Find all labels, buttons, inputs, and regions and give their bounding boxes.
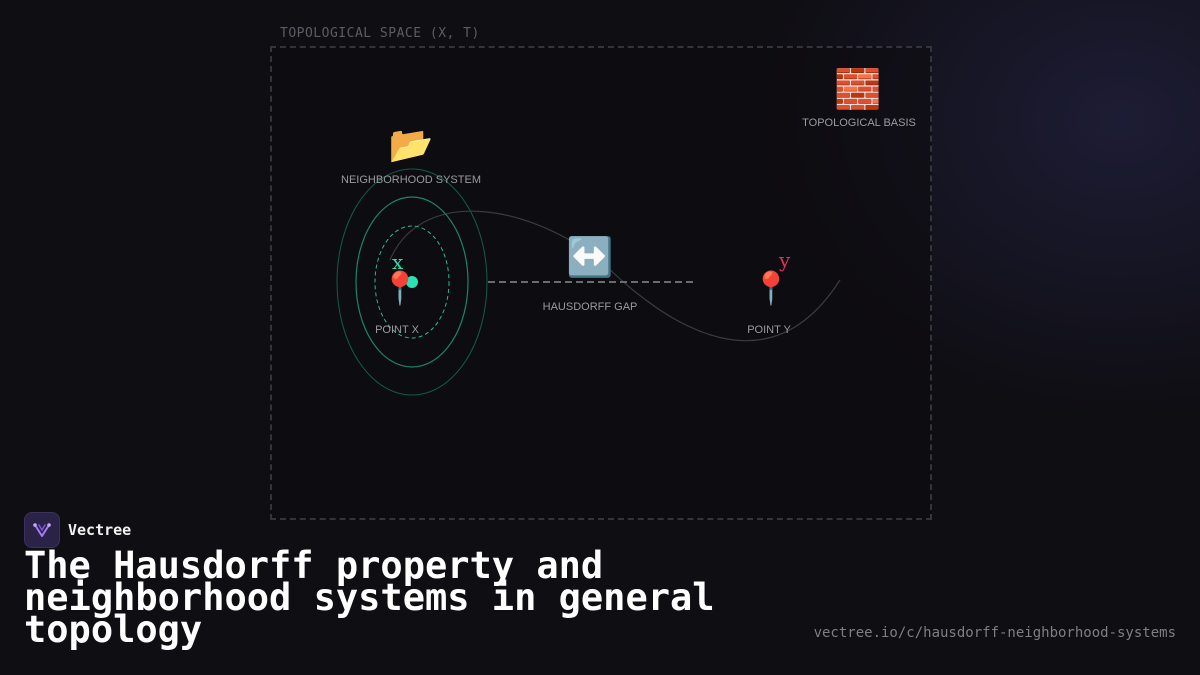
brand[interactable]: Vectree [24,512,131,548]
left-right-arrow-icon: ↔️ [566,235,614,279]
topological-space-label: TOPOLOGICAL SPACE (X, T) [280,26,480,41]
point-y-letter: y [779,248,791,272]
brick-icon: 🧱 [834,67,882,111]
point-y-label: POINT Y [747,324,791,336]
brand-name: Vectree [68,521,132,539]
pushpin-icon: 📍 [380,269,420,307]
neighborhood-inner [374,225,450,339]
topological-basis-label: TOPOLOGICAL BASIS [802,117,916,129]
page-url[interactable]: vectree.io/c/hausdorff-neighborhood-syst… [813,625,1176,641]
neighborhood-middle [355,196,469,368]
point-x-dot [406,276,418,288]
vectree-logo-icon [24,512,60,548]
connecting-curve [389,210,841,342]
point-x-letter: x [392,250,404,274]
neighborhood-system-label: NEIGHBORHOOD SYSTEM [341,174,481,186]
page-title: The Hausdorff property and neighborhood … [24,544,715,651]
open-folder-icon: 📂 [388,125,434,166]
point-x-label: POINT X [375,324,419,336]
neighborhood-outer [336,168,488,396]
hausdorff-gap-label: HAUSDORFF GAP [542,301,638,313]
pushpin-icon: 📍 [751,269,791,307]
